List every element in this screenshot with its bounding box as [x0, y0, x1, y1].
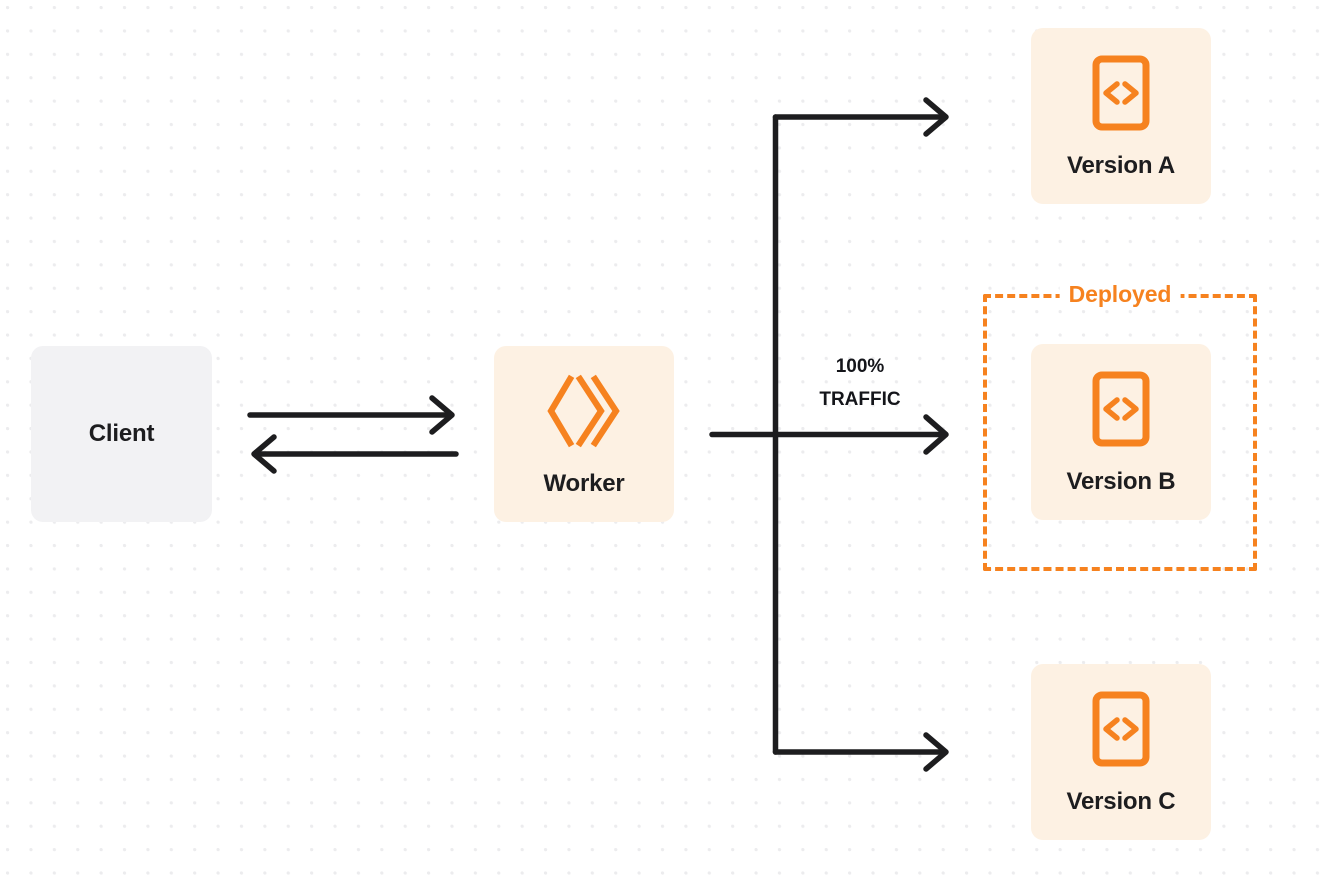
code-file-icon [1092, 55, 1150, 136]
node-worker[interactable]: Worker [494, 346, 674, 522]
arrow-worker-to-version-c [772, 732, 949, 772]
deployed-group: Deployed [983, 283, 1257, 571]
traffic-annotation: 100% TRAFFIC [786, 351, 934, 416]
node-worker-label: Worker [543, 469, 625, 497]
code-file-icon [1092, 691, 1150, 772]
node-version-a[interactable]: Version A [1031, 28, 1211, 204]
node-client-label: Client [88, 420, 155, 447]
traffic-percent: 100% [835, 356, 885, 377]
arrow-worker-to-version-a [772, 97, 949, 137]
node-version-c[interactable]: Version C [1031, 664, 1211, 840]
node-version-a-label: Version A [1066, 151, 1176, 179]
cloudflare-workers-logo-icon [545, 373, 623, 454]
arrow-worker-to-client [251, 434, 459, 474]
node-version-c-label: Version C [1066, 787, 1176, 815]
node-version-b[interactable]: Version B [1031, 344, 1211, 520]
arrow-worker-to-version-b [772, 414, 949, 455]
arrow-client-to-worker [247, 395, 455, 435]
traffic-caption: TRAFFIC [819, 388, 901, 410]
deployed-group-label: Deployed [1059, 283, 1181, 306]
code-file-icon [1092, 371, 1150, 452]
node-client[interactable]: Client [31, 346, 212, 522]
node-version-b-label: Version B [1066, 467, 1176, 495]
